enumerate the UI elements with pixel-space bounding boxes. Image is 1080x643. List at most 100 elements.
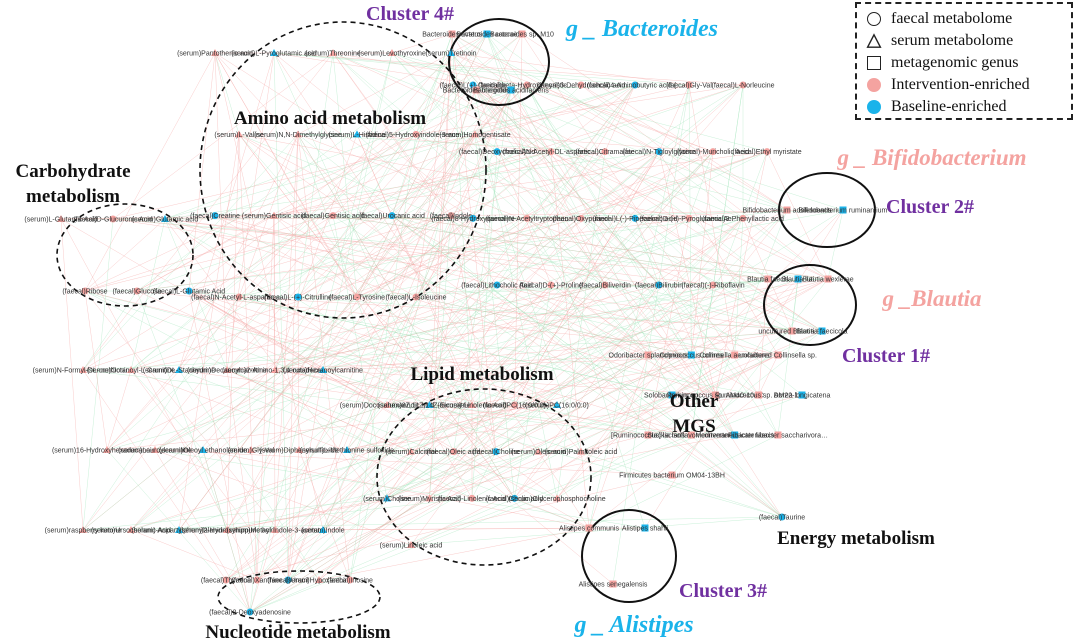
lipid-boundary — [376, 388, 592, 566]
network-edge — [214, 215, 649, 356]
network-edge — [238, 296, 823, 332]
faecal-node-marker — [412, 293, 420, 301]
node-label: (serum)Diphenylsulfoxide — [260, 448, 339, 455]
network-edge — [82, 290, 138, 371]
network-edge — [604, 84, 636, 152]
network-edge — [647, 218, 690, 436]
node-label: (serum)Octanoyl-L-Carnitine — [87, 368, 175, 375]
node-label: (serum)Methyl Indole-3-acetate — [226, 528, 323, 535]
cluster-3-boundary — [581, 509, 677, 603]
node-label: Bifidobacterium ruminantium — [799, 208, 888, 215]
network-node: (faecal)Indole — [430, 212, 472, 220]
network-node: (faecal)Xanthine — [232, 576, 283, 585]
network-edge — [106, 369, 276, 451]
network-edge — [496, 84, 744, 286]
network-edge — [214, 52, 240, 135]
network-edge — [84, 290, 320, 581]
network-edge — [451, 33, 788, 211]
node-label: (faecal)L-Glutamic Acid — [153, 289, 225, 296]
network-edge — [332, 52, 735, 436]
network-edge — [136, 134, 417, 292]
network-edge — [130, 284, 606, 371]
network-edge — [322, 404, 473, 531]
network-edge — [410, 516, 783, 546]
genus-node-marker — [731, 431, 739, 439]
node-label: Bacteroides ovatus — [422, 32, 482, 39]
network-edge — [556, 284, 714, 499]
node-label: (serum)Threonine — [305, 51, 361, 58]
node-label: Slackia isoflavoniconvertens — [647, 433, 735, 440]
network-edge — [297, 33, 488, 135]
network-edge — [202, 218, 528, 451]
serum-node-marker — [175, 526, 183, 533]
network-edge — [346, 394, 759, 451]
network-edge — [238, 296, 673, 396]
network-edge — [287, 134, 476, 581]
network-node: (faecal)Oxypurinol — [553, 214, 610, 223]
network-edge — [238, 134, 690, 219]
network-edge — [82, 218, 114, 531]
network-node: (faecal)Thymine — [201, 576, 251, 585]
network-edge — [671, 394, 783, 518]
network-node: (faecal)Urocanic acid — [359, 212, 425, 220]
network-edge — [472, 84, 769, 280]
network-edge — [297, 33, 488, 298]
node-label: (faecal)Uracil — [267, 578, 309, 585]
network-node: (faecal)N-Acetyltryptophan — [486, 214, 569, 223]
network-edge — [450, 52, 690, 86]
serum-node-marker — [383, 494, 391, 502]
network-node: (faecal)Cholic acid — [486, 494, 544, 503]
faecal-node-marker — [346, 576, 354, 584]
network-edge — [580, 354, 779, 452]
node-label: Bacteroides caccae — [456, 32, 517, 39]
network-edge — [154, 84, 744, 451]
node-label: Bifidobacterium adolescentis — [742, 208, 832, 215]
network-edge — [112, 218, 552, 286]
faecal-node-marker — [450, 448, 457, 456]
node-label: (faecal)L(-)-Pipecolinic acid — [593, 216, 678, 223]
network-edge — [453, 451, 614, 585]
network-edge — [274, 134, 358, 371]
node-label: Ruminococcus sp. AM40-10AC — [667, 393, 764, 400]
node-label: (faecal)Cholic acid — [486, 496, 544, 503]
network-edge — [556, 354, 649, 406]
network-node: (faecal)beta-Hydroxymyristic … — [478, 81, 576, 90]
network-edge — [112, 52, 334, 220]
node-label: (faecal)5-Hydroxyindole-3-ace… — [366, 132, 467, 139]
node-label: (faecal)Gentisic acid — [301, 213, 365, 220]
node-label: (serum)2-Hydroxyhippuric acid — [179, 528, 274, 535]
network-edge — [588, 354, 649, 529]
network-edge — [238, 296, 692, 436]
network-node: (serum)Glycerophosphocholine — [508, 494, 606, 503]
legend-label: Intervention-enriched — [891, 76, 1030, 93]
network-edge — [164, 89, 512, 220]
network-node: (faecal)Biliverdin — [579, 281, 631, 290]
network-edge — [472, 209, 844, 219]
cluster-2-label: Cluster 2# — [886, 196, 974, 218]
network-edge — [188, 290, 251, 613]
network-node: Bacteroides finegoldii — [443, 86, 510, 95]
serum-node-marker — [161, 215, 169, 222]
legend-label: serum metabolome — [891, 32, 1014, 49]
network-edge — [84, 134, 417, 292]
network-node: (serum)Gly-Val — [228, 446, 275, 455]
network-node: (serum)2-Amino-1,3,4-octadeca… — [222, 366, 328, 375]
network-edge — [256, 354, 779, 581]
node-label: (faecal)Ribose — [62, 289, 107, 296]
network-edge — [273, 84, 636, 216]
network-edge — [130, 404, 558, 531]
network-edge — [451, 33, 473, 406]
network-edge — [188, 290, 558, 406]
genus-node-marker — [794, 275, 802, 283]
network-edge — [136, 215, 275, 292]
node-label: Bacteroides acidifaciens — [473, 88, 549, 95]
network-edge — [214, 52, 582, 452]
serum-node-marker — [223, 366, 231, 373]
network-edge — [226, 89, 477, 531]
faecal-node-marker — [469, 214, 477, 222]
genus-node-marker — [818, 327, 826, 335]
network-edge — [188, 290, 324, 371]
network-edge — [84, 84, 744, 292]
network-edge — [356, 151, 660, 298]
network-edge — [82, 330, 823, 371]
